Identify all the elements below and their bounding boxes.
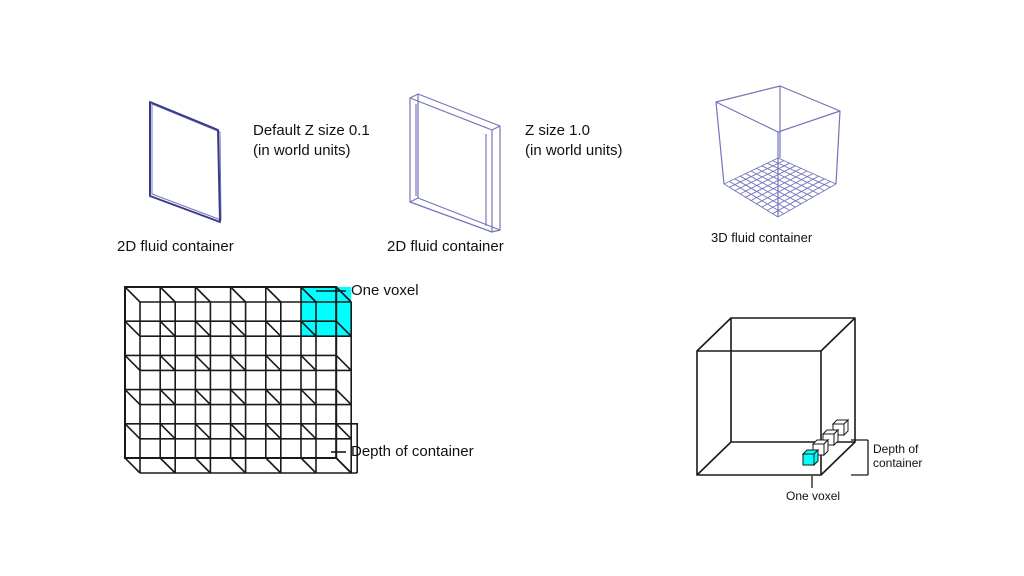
2d-voxel-callouts xyxy=(316,290,346,453)
box-edge xyxy=(696,441,732,476)
grid-depth-line xyxy=(124,354,141,371)
cube-caption: 3D fluid container xyxy=(711,230,813,245)
grid-2d-depth-label: Depth of container xyxy=(351,443,474,460)
grid-depth-line xyxy=(300,354,317,371)
grid-depth-line xyxy=(159,423,176,440)
thick-2d-container xyxy=(409,93,501,233)
grid-depth-line xyxy=(265,354,282,371)
box-back-face xyxy=(730,317,856,443)
voxel-depth-column xyxy=(801,418,850,467)
3d-voxel-callouts xyxy=(811,439,869,488)
grid-3d-depth-label-line2: container xyxy=(873,456,923,470)
box-edge xyxy=(820,441,856,476)
grid-depth-line xyxy=(230,320,247,337)
3d-voxel-box xyxy=(696,317,856,476)
grid-depth-line xyxy=(300,457,317,474)
grid-depth-line xyxy=(300,389,317,406)
thick-plane-note-line2: (in world units) xyxy=(525,142,623,159)
cube-edge xyxy=(715,101,725,185)
highlighted-column-voxel xyxy=(802,453,815,466)
grid-front-frame xyxy=(124,286,338,459)
grid-depth-line xyxy=(124,423,141,440)
grid-depth-line xyxy=(335,286,352,303)
grid-depth-line xyxy=(194,389,211,406)
floor-grid-line xyxy=(766,178,825,211)
grid-depth-line xyxy=(265,389,282,406)
grid-depth-line xyxy=(124,457,141,474)
box-edge xyxy=(696,317,732,352)
grid-depth-line xyxy=(335,354,352,371)
thin-plane-caption: 2D fluid container xyxy=(117,238,234,255)
grid-depth-line xyxy=(124,320,141,337)
grid-3d-depth-label-line1: Depth of xyxy=(873,442,919,456)
grid-depth-line xyxy=(194,457,211,474)
thick-plane-note-line1: Z size 1.0 xyxy=(525,122,591,139)
2d-voxel-grid xyxy=(124,286,359,474)
thick-plane-caption: 2D fluid container xyxy=(387,238,504,255)
floor-grid-line xyxy=(777,183,837,218)
grid-depth-line xyxy=(159,354,176,371)
grid-depth-line xyxy=(265,286,282,303)
thin-plane-note-line2: (in world units) xyxy=(253,142,351,159)
floor-grid-line xyxy=(777,157,837,185)
thick-plane-edge xyxy=(409,93,419,99)
grid-depth-line xyxy=(230,457,247,474)
grid-depth-line xyxy=(124,286,141,303)
floor-grid-line xyxy=(767,162,825,192)
thin-plane-note-line1: Default Z size 0.1 xyxy=(253,122,370,139)
grid-depth-line xyxy=(335,389,352,406)
grid-depth-line xyxy=(300,423,317,440)
grid-depth-line xyxy=(300,320,317,337)
cube-edge xyxy=(835,110,841,185)
grid-2d-voxel-label: One voxel xyxy=(351,282,419,299)
grid-depth-ledge xyxy=(336,422,359,473)
grid-depth-line xyxy=(265,320,282,337)
floor-grid-line xyxy=(756,167,814,198)
grid-depth-ledge xyxy=(335,457,358,474)
grid-depth-line xyxy=(230,286,247,303)
floor-grid-line xyxy=(761,175,819,208)
floor-grid-line xyxy=(750,170,808,201)
thick-plane-note: Z size 1.0 (in world units) xyxy=(525,121,623,161)
grid-depth-line xyxy=(159,320,176,337)
grid-depth-line xyxy=(194,423,211,440)
floor-grid-line xyxy=(756,173,814,205)
box-edge xyxy=(820,317,856,352)
thick-plane-edge xyxy=(491,229,501,233)
grid-depth-line xyxy=(124,389,141,406)
thin-plane-note: Default Z size 0.1 (in world units) xyxy=(253,121,370,161)
grid-depth-line xyxy=(159,457,176,474)
thick-plane-edge xyxy=(409,197,419,203)
grid-depth-line xyxy=(194,354,211,371)
grid-3d-depth-label: Depth of container xyxy=(873,442,922,470)
grid-depth-line xyxy=(335,423,352,440)
thin-2d-container xyxy=(149,101,222,223)
cube-floor-grid xyxy=(723,157,837,218)
grid-depth-line xyxy=(194,286,211,303)
grid-depth-line xyxy=(265,457,282,474)
grid-3d-voxel-label: One voxel xyxy=(786,489,841,503)
thin-plane-face xyxy=(149,101,221,223)
grid-depth-line xyxy=(265,423,282,440)
thin-plane-back-edge xyxy=(151,103,222,221)
floor-grid-line xyxy=(761,165,819,195)
grid-depth-line xyxy=(300,286,317,303)
box-front-face xyxy=(696,350,822,476)
floor-grid-line xyxy=(772,160,831,188)
grid-depth-line xyxy=(159,286,176,303)
grid-depth-line xyxy=(230,423,247,440)
grid-depth-line xyxy=(159,389,176,406)
grid-depth-line xyxy=(194,320,211,337)
thick-plane-edge xyxy=(491,125,501,131)
cube-back-face xyxy=(715,85,841,133)
grid-depth-line xyxy=(335,320,352,337)
floor-grid-line xyxy=(772,181,831,215)
grid-depth-line xyxy=(230,354,247,371)
grid-depth-line xyxy=(230,389,247,406)
